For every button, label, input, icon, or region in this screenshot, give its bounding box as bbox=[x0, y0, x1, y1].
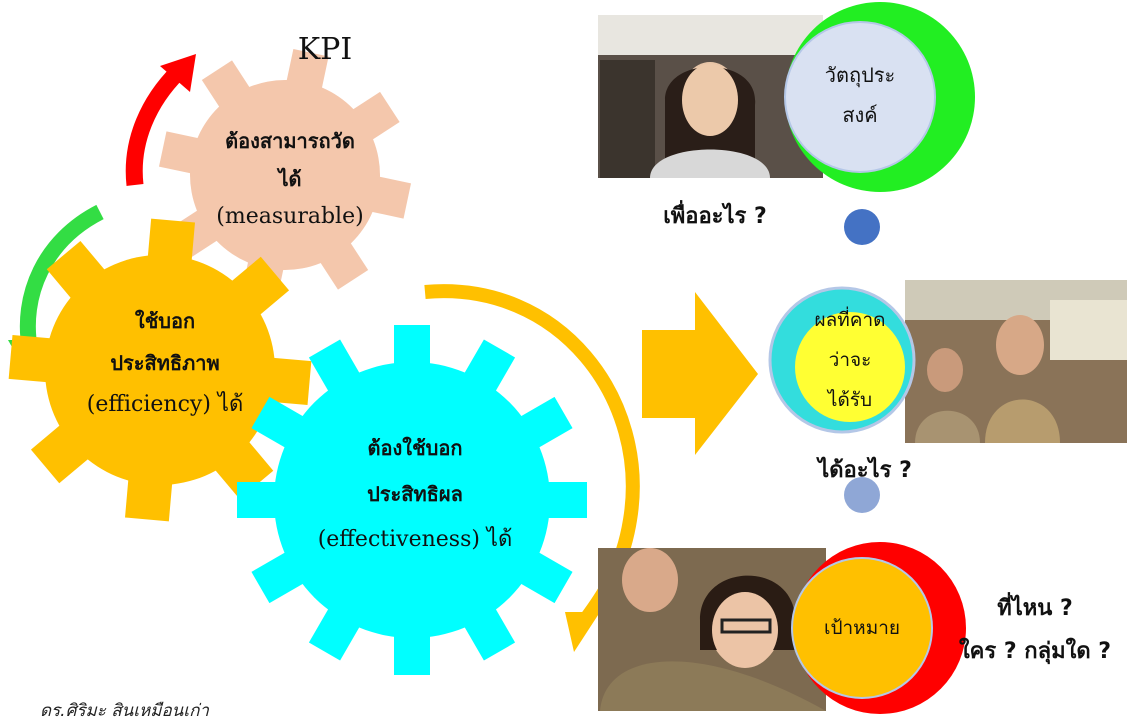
gear-effectiveness-line2: ประสิทธิผล bbox=[367, 482, 463, 506]
photo-target bbox=[598, 548, 826, 711]
gear-efficiency-line1: ใช้บอก bbox=[134, 309, 196, 333]
gear-measurable-line1: ต้องสามารถวัด bbox=[225, 129, 355, 153]
expected-result-line1: ผลที่คาด bbox=[814, 309, 886, 331]
objective-ring bbox=[784, 2, 975, 192]
gear-measurable-label: ต้องสามารถวัด ได้ (measurable) bbox=[205, 122, 375, 236]
gear-efficiency-label: ใช้บอก ประสิทธิภาพ (efficiency) ได้ bbox=[55, 300, 275, 426]
red-arrow-icon bbox=[125, 54, 196, 186]
gear-measurable-line3: (measurable) bbox=[216, 204, 364, 229]
expected-result-ring bbox=[768, 286, 916, 434]
objective-line2: สงค์ bbox=[842, 103, 878, 127]
connector-dot-light-blue bbox=[844, 477, 880, 513]
expected-result-line2: ว่าจะ bbox=[828, 349, 872, 371]
target-question-line1: ที่ไหน ? bbox=[997, 596, 1073, 621]
gear-effectiveness-line3: (effectiveness) ได้ bbox=[317, 527, 513, 552]
gear-efficiency-line3: (efficiency) ได้ bbox=[86, 392, 244, 417]
gear-measurable-line2: ได้ bbox=[278, 167, 302, 191]
gear-effectiveness-line1: ต้องใช้บอก bbox=[367, 436, 463, 460]
gear-efficiency-shape bbox=[8, 218, 312, 522]
objective-circle-label: วัตถุประ สงค์ bbox=[790, 55, 930, 135]
block-arrow-icon bbox=[642, 292, 758, 455]
objective-question: เพื่ออะไร ? bbox=[663, 204, 767, 229]
expected-result-circle-label: ผลที่คาด ว่าจะ ได้รับ bbox=[790, 300, 910, 420]
photo-expected-result bbox=[905, 280, 1127, 443]
target-circle-label: เป้าหมาย bbox=[823, 617, 901, 639]
target-question-line2: ใคร ? กลุ่มใด ? bbox=[958, 639, 1112, 664]
gear-effectiveness-label: ต้องใช้บอก ประสิทธิผล (effectiveness) ได… bbox=[290, 425, 540, 563]
footer-credit: ดร.ศิริมะ สินเหมือนเก่า bbox=[40, 701, 209, 721]
expected-result-line3: ได้รับ bbox=[827, 389, 873, 411]
expected-result-question: ได้อะไร ? bbox=[818, 458, 912, 483]
target-ring bbox=[791, 542, 966, 714]
gear-efficiency-line2: ประสิทธิภาพ bbox=[110, 351, 220, 375]
connector-dot-blue bbox=[844, 209, 880, 245]
gear-effectiveness-shape bbox=[237, 325, 587, 675]
kpi-title: KPI bbox=[297, 32, 353, 67]
objective-line1: วัตถุประ bbox=[824, 63, 896, 87]
